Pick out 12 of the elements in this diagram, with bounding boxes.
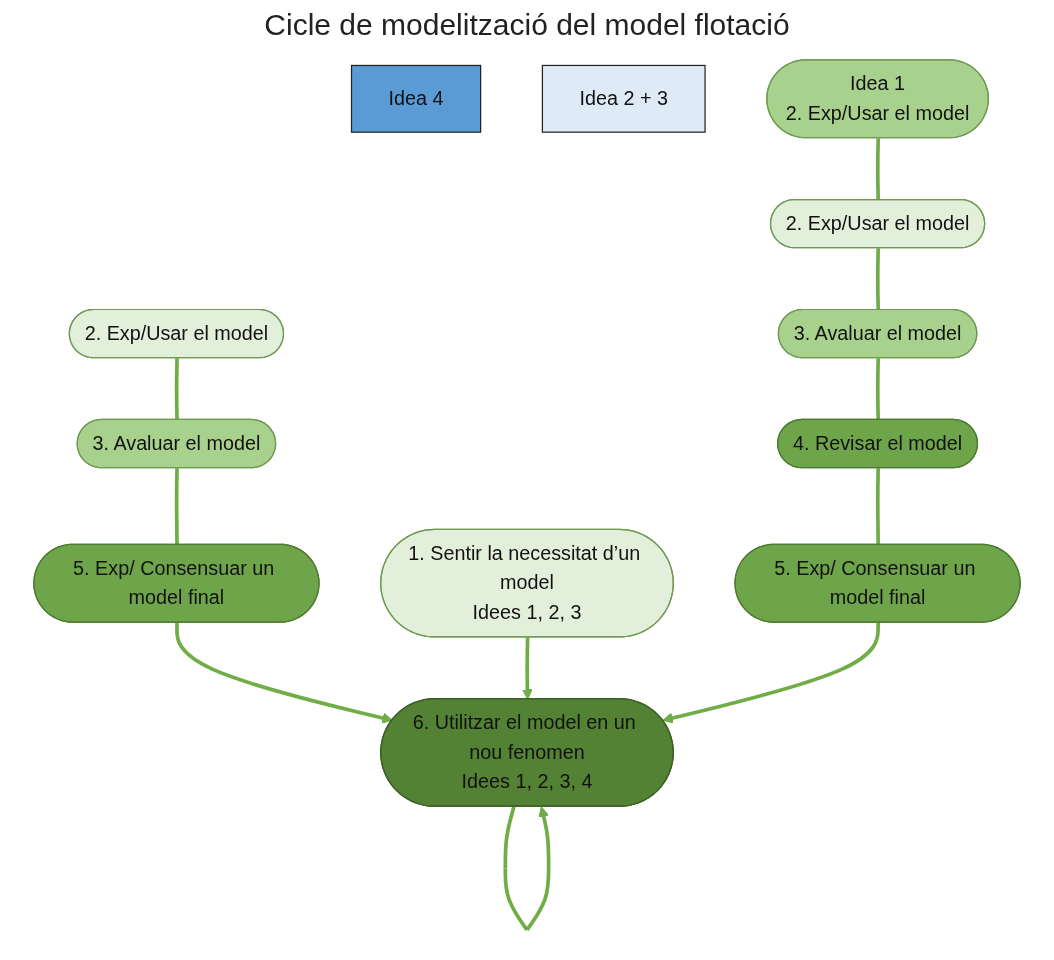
arrow — [175, 622, 393, 724]
node-box: Idea 2 + 3 — [541, 64, 706, 133]
diagram-title: Cicle de modelització del model flotació — [263, 8, 791, 42]
connector — [875, 248, 881, 311]
connector — [875, 468, 881, 545]
connector — [174, 468, 179, 545]
node-box: Idea 4 — [350, 64, 482, 133]
connector — [174, 358, 179, 421]
connector — [875, 138, 881, 201]
arrow — [662, 622, 881, 724]
connector — [875, 358, 881, 421]
arrow — [522, 637, 533, 700]
